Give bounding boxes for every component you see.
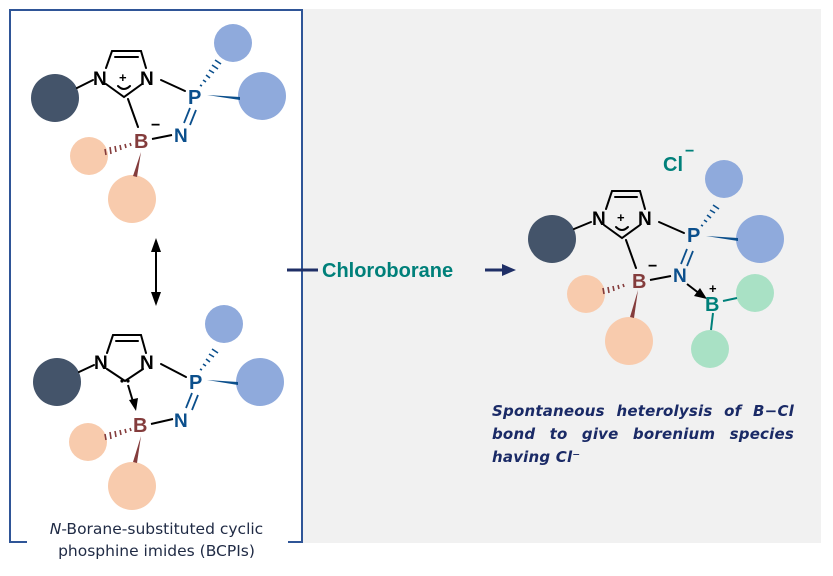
substituent-blue-circle-upper [705, 160, 743, 198]
caption-italic-n: N [49, 520, 62, 538]
substituent-blue-circle-right [736, 215, 784, 263]
substituent-peach-circle-bottom [108, 462, 156, 510]
borenium-plus: + [709, 281, 717, 296]
borate-minus: − [151, 117, 160, 134]
description-line: having Cl⁻ [492, 448, 581, 466]
bcpi-frame [9, 9, 303, 543]
substituent-blue-circle-right [236, 358, 284, 406]
caption-line-1-text: -Borane-substituted cyclic [61, 520, 264, 538]
substituent-dark-circle [31, 74, 79, 122]
atom-p: P [687, 225, 700, 247]
reagent-label: Chloroborane [322, 260, 453, 282]
substituent-peach-circle-bottom [605, 317, 653, 365]
substituent-dark-circle [528, 215, 576, 263]
caption-line-1: N-Borane-substituted cyclic [0, 518, 313, 540]
imidazolium-plus: + [617, 210, 625, 225]
bcpi-structure-carbene-form: N N P N B [33, 305, 284, 510]
substituent-peach-circle-left [567, 275, 605, 313]
bcpi-structure-zwitterion: N N + P N B − [31, 24, 286, 223]
atom-n-imide: N [673, 266, 687, 287]
resonance-arrow-icon [151, 238, 161, 306]
atom-borenium: B [705, 294, 719, 316]
borenium-product-structure: N N + P N B − B + Cl − [528, 143, 784, 368]
arrow-head-icon [502, 264, 516, 276]
product-panel [303, 9, 821, 543]
substituent-blue-circle-upper [214, 24, 252, 62]
atom-p: P [188, 87, 201, 109]
substituent-peach-circle-bottom [108, 175, 156, 223]
atom-n1: N [93, 69, 107, 90]
description-line: Spontaneous heterolysis of B−Cl [492, 402, 794, 420]
atom-p: P [189, 372, 202, 394]
bcpi-caption: N-Borane-substituted cyclic phosphine im… [0, 518, 313, 562]
atom-b: B [133, 415, 147, 437]
substituent-blue-circle-right [238, 72, 286, 120]
imidazolium-plus: + [119, 70, 127, 85]
atom-n2: N [638, 209, 652, 230]
atom-n2: N [140, 69, 154, 90]
atom-n1: N [592, 209, 606, 230]
substituent-green-circle-right [736, 274, 774, 312]
substituent-peach-circle-left [69, 423, 107, 461]
atom-b: B [134, 131, 148, 153]
reaction-arrow: Chloroborane [287, 260, 516, 282]
substituent-blue-circle-upper [205, 305, 243, 343]
chloride-minus: − [685, 143, 694, 160]
atom-n1: N [94, 353, 108, 374]
atom-b: B [632, 271, 646, 293]
atom-n-imide: N [174, 126, 188, 147]
substituent-dark-circle [33, 358, 81, 406]
description-line: bond to give borenium species [492, 425, 794, 443]
borate-minus: − [648, 258, 657, 275]
atom-n2: N [140, 353, 154, 374]
chloride-counterion: Cl [663, 154, 683, 176]
substituent-peach-circle-left [70, 137, 108, 175]
lone-pair-dot [126, 379, 130, 383]
lone-pair-dot [120, 379, 124, 383]
atom-n-imide: N [174, 411, 188, 432]
substituent-green-circle-bottom [691, 330, 729, 368]
product-description: Spontaneous heterolysis of B−Cl bond to … [492, 400, 794, 469]
caption-line-2: phosphine imides (BCPIs) [58, 542, 255, 560]
